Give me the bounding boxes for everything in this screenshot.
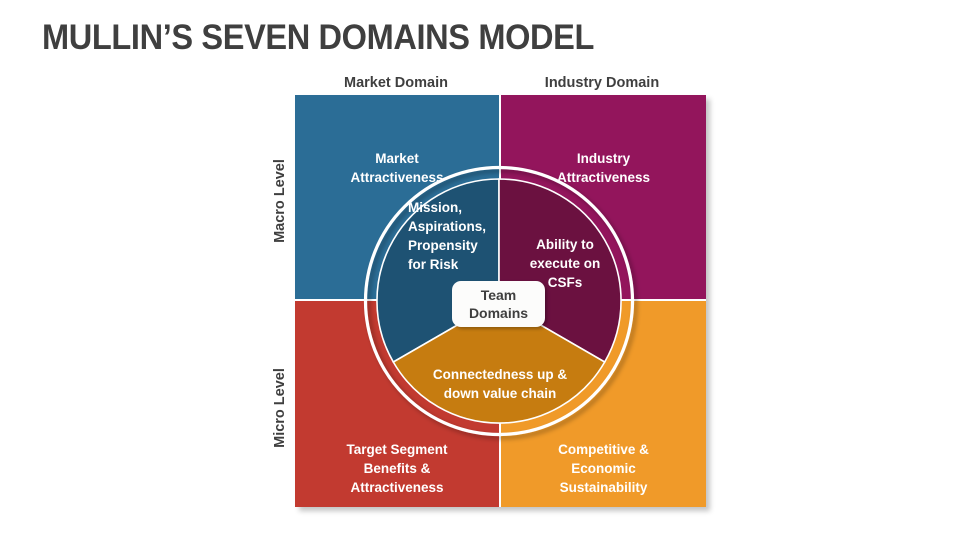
team-domains-chip-label: Team Domains (468, 287, 529, 321)
quadrant-label-industry-attractiveness: Industry Attractiveness (556, 151, 651, 185)
quadrant-label-market-attractiveness: Market Attractiveness (350, 151, 444, 185)
quadrant-label-competitive-economic-sustainability: Competitive & Economic Sustainability (558, 442, 649, 495)
column-header-market-domain: Market Domain (344, 75, 448, 91)
team-domains-pie-chart (363, 165, 635, 437)
pie-outer-ring (363, 165, 635, 437)
pie-label-ability: Ability to execute on CSFs (529, 237, 601, 290)
pie-label-mission: Mission, Aspirations, Propensity for Ris… (408, 200, 487, 272)
team-domains-chip[interactable]: Team Domains (452, 281, 545, 327)
quadrant-label-target-segment-benefits: Target Segment Benefits & Attractiveness (346, 442, 448, 495)
pie-segment-connectedness[interactable] (392, 300, 606, 424)
team-domains-circle: Mission, Aspirations, Propensity for Ris… (363, 165, 635, 437)
page-title: MULLIN’S SEVEN DOMAINS MODEL (42, 18, 594, 57)
row-header-macro-level: Macro Level (272, 159, 288, 243)
column-header-industry-domain: Industry Domain (544, 75, 660, 91)
pie-label-connectedness: Connectedness up & down value chain (432, 367, 568, 401)
row-header-micro-level: Micro Level (272, 368, 288, 448)
